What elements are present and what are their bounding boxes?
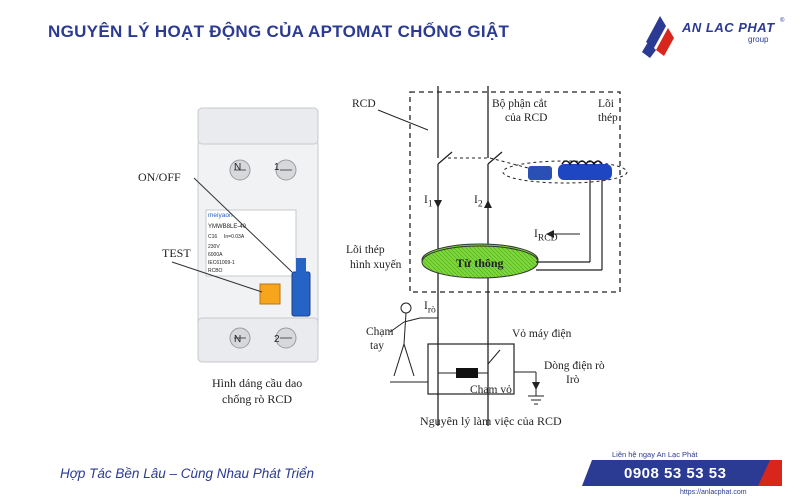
breaker-spec-2: In=0.03A xyxy=(224,234,245,240)
fault-label-line2: Irò xyxy=(566,374,580,386)
breaker-spec-5: IEC61009-1 xyxy=(208,260,235,266)
short-case-label: Chạm vỏ xyxy=(470,384,512,396)
terminal-top-left: N xyxy=(234,162,242,173)
logo-registered: ® xyxy=(780,18,785,24)
toroid-label-line2: hình xuyến xyxy=(350,259,402,271)
breaker-spec-4: 6000A xyxy=(208,252,223,258)
test-pointer-line xyxy=(171,261,263,293)
photo-caption-line2: chống rò RCD xyxy=(222,392,292,406)
core-label-line1: Lõi xyxy=(598,98,614,110)
case-label: Vỏ máy điện xyxy=(512,328,572,340)
terminal-top-right: 1 xyxy=(274,162,280,173)
cut-unit-label-line1: Bộ phận cắt xyxy=(492,98,547,110)
touch-label-line1: Chạm xyxy=(366,326,394,338)
test-label: TEST xyxy=(162,246,191,260)
phone-number[interactable]: 0908 53 53 53 xyxy=(624,465,727,482)
iro-subscript: rò xyxy=(427,304,436,316)
rcd-diagram xyxy=(377,86,628,426)
core-label-line2: thép xyxy=(598,112,618,124)
i1-symbol: I xyxy=(424,194,428,206)
i2-subscript: 2 xyxy=(477,198,483,210)
breaker-spec-1: C16 xyxy=(208,234,218,240)
touch-label-line2: tay xyxy=(370,340,385,352)
logo-mark-icon xyxy=(642,16,674,58)
cut-unit-label-line2: của RCD xyxy=(505,112,548,124)
flux-label: Từ thông xyxy=(456,256,504,270)
i2-symbol: I xyxy=(474,194,478,206)
breaker-model: YMWB8LE-40 xyxy=(208,224,247,230)
page-title: NGUYÊN LÝ HOẠT ĐỘNG CỦA APTOMAT CHỐNG GI… xyxy=(48,22,510,41)
rcd-label: RCD xyxy=(352,98,376,110)
breaker-spec-6: RCBO xyxy=(208,268,223,274)
iro-symbol: I xyxy=(424,300,428,312)
fault-label-line1: Dòng điện rò xyxy=(544,360,605,372)
ircd-subscript: RCD xyxy=(537,232,558,244)
terminal-bottom-right: 2 xyxy=(274,334,280,345)
i1-subscript: 1 xyxy=(427,198,433,210)
logo-sub: group xyxy=(748,35,769,44)
terminal-bottom-left: N xyxy=(234,334,242,345)
breaker-brand: meiyaon xyxy=(208,212,233,219)
phone-banner xyxy=(582,460,782,486)
contact-label: Liên hệ ngay An Lạc Phát xyxy=(612,450,698,459)
i2-label: I2 xyxy=(474,194,483,209)
onoff-pointer-line xyxy=(193,177,293,273)
brand-logo[interactable]: AN LAC PHAT ® group xyxy=(640,12,790,60)
logo-name: AN LAC PHAT xyxy=(682,20,775,35)
photo-caption-line1: Hình dáng cầu dao xyxy=(212,376,303,390)
ircd-label: IRCD xyxy=(534,228,558,243)
diagram-caption: Nguyên lý làm việc của RCD xyxy=(420,414,562,428)
iro-label: Irò xyxy=(424,300,436,315)
i1-label: I1 xyxy=(424,194,433,209)
ircd-symbol: I xyxy=(534,228,538,240)
website-link[interactable]: https://anlacphat.com xyxy=(680,489,747,496)
rcd-photo: N 1 N 2 meiyaon YMWB8LE-40 C16 In=0.03A … xyxy=(168,98,364,428)
toroid-label-line1: Lõi thép xyxy=(346,244,385,256)
onoff-label: ON/OFF xyxy=(138,170,181,184)
breaker-spec-3: 230V xyxy=(208,244,220,250)
slogan: Hợp Tác Bền Lâu – Cùng Nhau Phát Triển xyxy=(60,466,315,481)
